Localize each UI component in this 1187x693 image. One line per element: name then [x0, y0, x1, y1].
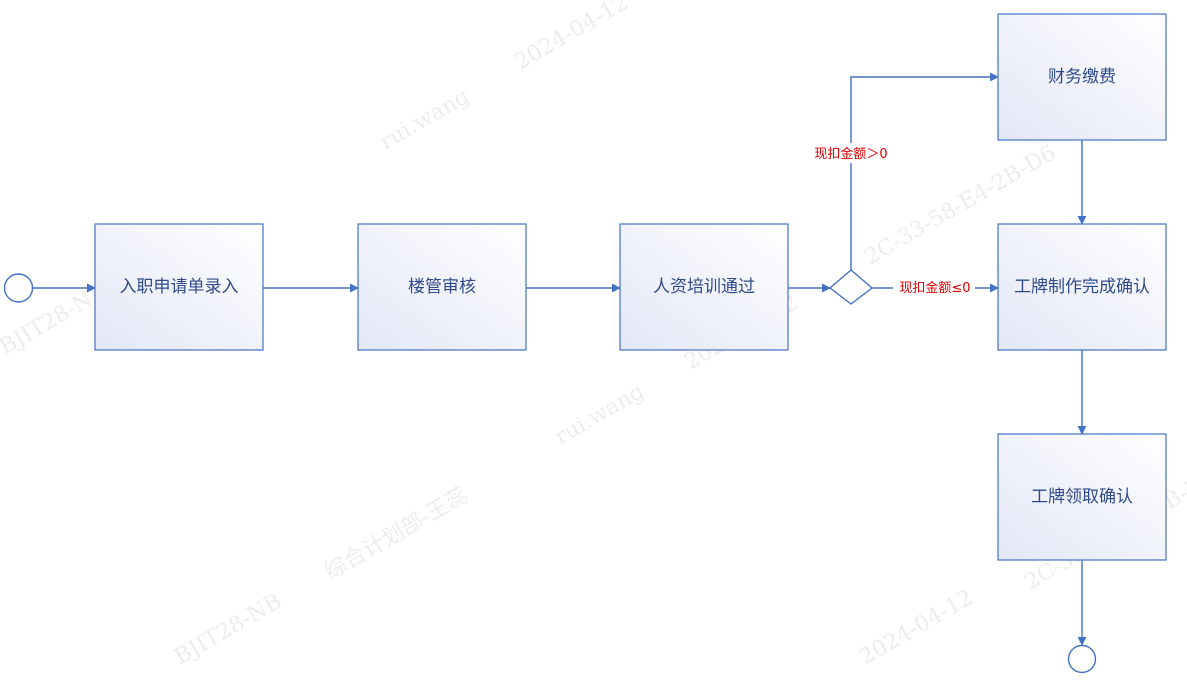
start-event: [3, 273, 34, 303]
watermark-date: 2024-04-12: [511, 0, 633, 75]
task-hr-training-box: [619, 223, 789, 351]
watermark-host-2: BJIT28-NB: [171, 589, 287, 670]
task-finance-payment: 财务缴费: [997, 13, 1167, 141]
task-entry: 入职申请单录入: [94, 223, 264, 351]
condition-label-amount-nonpositive: 现扣金额≤0: [899, 280, 970, 296]
task-badge-collect-box: [997, 433, 1167, 561]
task-finance-payment-box: [997, 13, 1167, 141]
watermark-user-2: rui.wang: [551, 379, 649, 450]
task-dorm-review-label: 楼管审核: [408, 277, 476, 297]
task-dorm-review-box: [357, 223, 527, 351]
exclusive-gateway: [828, 269, 874, 305]
task-entry-label: 入职申请单录入: [120, 277, 239, 297]
task-finance-payment-label: 财务缴费: [1048, 67, 1116, 87]
watermark-user: rui.wang: [376, 84, 474, 155]
task-badge-collect: 工牌领取确认: [997, 433, 1167, 561]
connectors: [33, 72, 1087, 646]
condition-label-bg-positive: [806, 143, 896, 163]
task-badge-collect-label: 工牌领取确认: [1031, 487, 1133, 507]
watermark-date-3: 2024-04-12: [856, 585, 978, 670]
task-hr-training: 人资培训通过: [619, 223, 789, 351]
task-badge-made-box: [997, 223, 1167, 351]
task-hr-training-label: 人资培训通过: [653, 277, 755, 297]
task-entry-box: [94, 223, 264, 351]
task-dorm-review: 楼管审核: [357, 223, 527, 351]
end-event: [1067, 644, 1097, 674]
edge-gateway-to-finance: [850, 72, 999, 270]
condition-label-amount-positive: 现扣金额＞0: [814, 146, 887, 162]
task-badge-made: 工牌制作完成确认: [997, 223, 1167, 351]
watermark-dept-user: 综合计划部-王蕊: [321, 483, 473, 585]
condition-label-bg-nonpositive: [893, 277, 975, 297]
task-badge-made-label: 工牌制作完成确认: [1014, 277, 1150, 297]
